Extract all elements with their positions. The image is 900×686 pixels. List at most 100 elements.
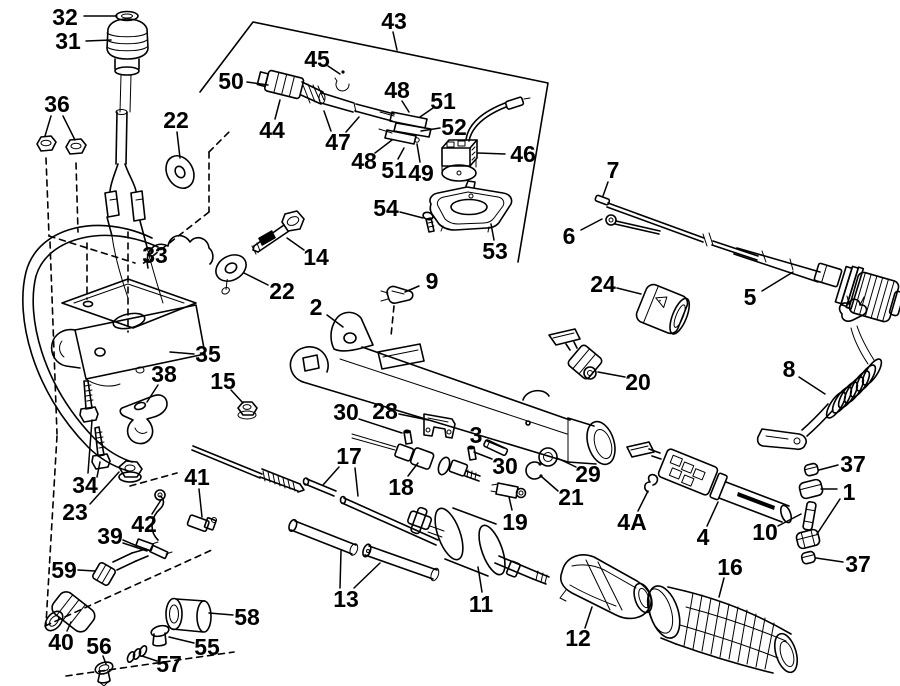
part-23-nut bbox=[118, 460, 143, 483]
leader-line-51 bbox=[419, 107, 434, 118]
part-45-clip bbox=[334, 70, 350, 92]
artwork bbox=[22, 10, 900, 686]
leader-line-4A bbox=[637, 490, 649, 512]
part-7-wire-sleeve bbox=[594, 194, 611, 206]
part-24-cap bbox=[635, 283, 691, 335]
leader-line-3 bbox=[486, 440, 505, 449]
part-46-ignition-coil bbox=[441, 96, 531, 182]
leader-line-42 bbox=[151, 499, 162, 515]
part-label-22-25: 22 bbox=[269, 278, 295, 304]
leader-line-34 bbox=[96, 461, 101, 478]
part-36-nuts bbox=[36, 135, 87, 155]
leader-line-15 bbox=[230, 389, 244, 404]
part-15-nut bbox=[237, 401, 258, 420]
part-label-11-53: 11 bbox=[469, 591, 494, 617]
part-label-6-19: 6 bbox=[563, 223, 576, 249]
part-17-rods bbox=[191, 445, 439, 546]
part-48-51-52-trigger bbox=[378, 111, 432, 145]
part-label-31-1: 31 bbox=[55, 28, 81, 54]
part-label-9-28: 9 bbox=[426, 268, 439, 294]
part-14-bolt bbox=[251, 210, 305, 255]
part-29-washer bbox=[538, 447, 558, 467]
part-label-48-12: 48 bbox=[351, 148, 377, 174]
part-44-cable-braid bbox=[300, 81, 325, 105]
part-label-45-6: 45 bbox=[304, 46, 330, 72]
leader-line-4 bbox=[706, 501, 719, 527]
part-58-roller bbox=[165, 597, 212, 633]
part-label-10-58: 10 bbox=[752, 519, 778, 545]
part-40-connector bbox=[44, 591, 96, 633]
part-20-fitting bbox=[548, 328, 603, 380]
part-label-40-47: 40 bbox=[48, 629, 74, 655]
part-label-16-55: 16 bbox=[717, 554, 743, 580]
leader-line-11 bbox=[477, 566, 483, 593]
leader-line-10 bbox=[777, 513, 802, 527]
part-label-36-2: 36 bbox=[44, 91, 70, 117]
part-label-51-9: 51 bbox=[430, 88, 456, 114]
leader-line-43 bbox=[392, 31, 398, 51]
part-label-13-52: 13 bbox=[333, 586, 359, 612]
part-label-55-50: 55 bbox=[194, 634, 220, 660]
leader-line-14 bbox=[286, 237, 305, 251]
leader-line-18 bbox=[407, 462, 419, 477]
leader-line-58 bbox=[208, 612, 234, 616]
part-34-bolts bbox=[79, 380, 111, 470]
part-label-14-24: 14 bbox=[303, 244, 329, 270]
part-label-46-15: 46 bbox=[510, 141, 536, 167]
part-label-34-41: 34 bbox=[72, 472, 98, 498]
leader-line-29 bbox=[556, 457, 577, 468]
leader-line-52 bbox=[420, 127, 441, 132]
leader-line-1 bbox=[816, 498, 841, 535]
part-label-42-43: 42 bbox=[131, 511, 157, 537]
leader-line-20 bbox=[597, 371, 626, 378]
leader-line-13 bbox=[353, 562, 381, 589]
part-label-44-7: 44 bbox=[259, 117, 285, 143]
part-label-58-51: 58 bbox=[234, 604, 260, 630]
part-59-nut bbox=[92, 562, 116, 586]
leader-line-49 bbox=[416, 143, 421, 163]
leader-line-53 bbox=[490, 223, 495, 241]
assembly-dashed-guides bbox=[44, 129, 395, 677]
leader-line-54 bbox=[399, 211, 424, 219]
part-label-51-13: 51 bbox=[381, 157, 407, 183]
leader-line-35 bbox=[169, 351, 195, 355]
leader-line-48 bbox=[374, 139, 393, 154]
leader-line-41 bbox=[198, 488, 203, 518]
leader-line-31 bbox=[85, 39, 112, 42]
part-label-22-3: 22 bbox=[163, 107, 189, 133]
leader-line-38 bbox=[146, 384, 159, 403]
leader-line-2 bbox=[326, 314, 344, 328]
leader-line-39 bbox=[122, 542, 148, 552]
part-label-43-4: 43 bbox=[381, 8, 407, 34]
leader-line-47 bbox=[323, 110, 332, 132]
part-label-8-23: 8 bbox=[783, 356, 796, 382]
leader-line-36 bbox=[62, 115, 76, 141]
part-label-17-39: 17 bbox=[336, 443, 362, 469]
part-53-bracket-tray bbox=[429, 180, 513, 233]
leader-line-13 bbox=[339, 550, 342, 589]
leader-line-51 bbox=[397, 147, 405, 160]
leader-line-17 bbox=[322, 466, 340, 486]
part-label-30-35: 30 bbox=[492, 453, 518, 479]
part-37-caps bbox=[800, 462, 819, 565]
group-43-boundary bbox=[199, 21, 549, 263]
leader-line-22 bbox=[243, 272, 269, 286]
part-label-18-40: 18 bbox=[388, 474, 414, 500]
part-label-2-27: 2 bbox=[310, 294, 323, 320]
part-label-48-8: 48 bbox=[384, 77, 410, 103]
part-label-15-31: 15 bbox=[210, 368, 236, 394]
part-label-50-5: 50 bbox=[218, 68, 244, 94]
part-label-12-54: 12 bbox=[565, 625, 591, 651]
part-10-detent-pin bbox=[802, 501, 817, 531]
part-label-23-42: 23 bbox=[62, 499, 88, 525]
leader-line-21 bbox=[541, 476, 559, 492]
part-label-38-30: 38 bbox=[151, 361, 177, 387]
part-28-bracket bbox=[423, 413, 456, 439]
part-5-cable bbox=[733, 247, 900, 323]
part-label-39-45: 39 bbox=[97, 523, 123, 549]
leader-line-17 bbox=[354, 467, 359, 497]
leader-line-39 bbox=[122, 539, 138, 547]
leader-line-34 bbox=[87, 419, 93, 474]
leader-line-24 bbox=[616, 287, 642, 295]
